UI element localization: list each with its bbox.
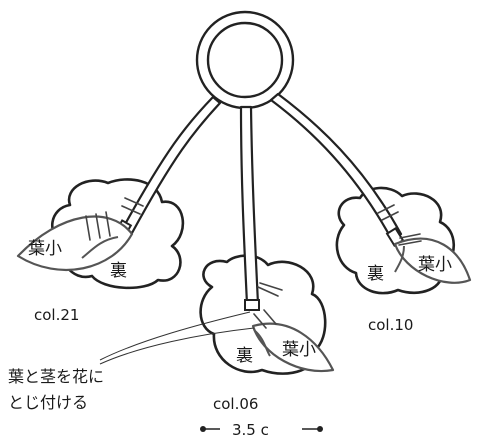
center-color-label: col.06 [213,395,258,413]
right-color-label: col.10 [368,316,413,334]
flower-right-back [335,186,455,295]
left-back-label: 裏 [110,260,127,281]
flower-left-back [50,178,185,290]
measure-marker: 3.5 c [200,421,323,437]
measure-label: 3.5 c [232,421,269,437]
stem-right [269,92,403,242]
right-back-label: 裏 [367,263,384,284]
stem-center [239,105,260,306]
stitches-left [85,197,144,241]
center-leaf-label: 葉小 [282,340,316,360]
left-color-label: col.21 [34,306,79,324]
leaf-center [251,322,335,373]
center-back-label: 裏 [236,345,253,366]
stitches-center [253,282,283,329]
instruction-line-1: 葉と茎を花に [8,367,104,386]
leaf-left [16,215,134,271]
stem-tip-marks [113,219,405,311]
instruction-line-2: とじ付ける [8,393,88,412]
right-leaf-label: 葉小 [418,255,452,275]
left-leaf-label: 葉小 [28,239,62,259]
stitches-right [377,204,422,246]
measure-dot-right [317,426,323,432]
ring [195,10,295,110]
leaf-right [393,237,472,284]
instruction-pointer-lines [99,311,255,365]
flower-center-back [199,254,327,375]
